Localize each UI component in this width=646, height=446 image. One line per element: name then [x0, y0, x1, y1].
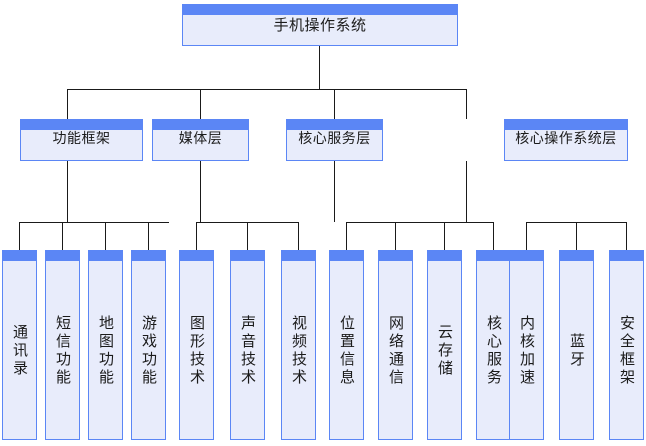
- connector-drop-level2-4: [466, 89, 467, 119]
- node-header-band: [182, 4, 458, 15]
- node-header-band: [427, 250, 462, 261]
- node-bluetooth[interactable]: 蓝牙: [559, 250, 594, 440]
- connector-drop-g2-1: [196, 222, 197, 250]
- node-header-band: [2, 250, 37, 261]
- node-header-band: [378, 250, 413, 261]
- connector-drop-g4-3: [626, 222, 627, 250]
- node-label: 位置信息: [338, 314, 356, 387]
- node-kernel-acceleration[interactable]: 内核加速: [509, 250, 544, 440]
- connector-drop-g3-2: [395, 222, 396, 250]
- node-label: 媒体层: [178, 131, 223, 148]
- node-location-info[interactable]: 位置信息: [329, 250, 364, 440]
- connector-stem-group2: [200, 161, 201, 222]
- node-header-band: [509, 250, 544, 261]
- connector-drop-level2-3: [334, 89, 335, 119]
- node-media-layer[interactable]: 媒体层: [152, 119, 249, 161]
- node-map[interactable]: 地图功能: [88, 250, 123, 440]
- node-header-band: [45, 250, 80, 261]
- connector-drop-g3-4: [493, 222, 494, 250]
- node-header-band: [476, 250, 511, 261]
- node-header-band: [131, 250, 166, 261]
- connector-root-stem: [319, 46, 320, 89]
- node-core-service[interactable]: 核心服务: [476, 250, 511, 440]
- node-label: 图形技术: [188, 314, 206, 387]
- connector-drop-g1-1: [19, 222, 20, 250]
- node-label: 网络通信: [387, 314, 405, 387]
- node-label: 声音技术: [239, 314, 257, 387]
- node-header-band: [329, 250, 364, 261]
- connector-drop-level2-1: [67, 89, 68, 119]
- node-header-band: [152, 119, 249, 130]
- node-label: 短信功能: [54, 314, 72, 387]
- node-contacts[interactable]: 通讯录: [2, 250, 37, 440]
- connector-drop-level2-2: [200, 89, 201, 119]
- node-label: 视频技术: [290, 314, 308, 387]
- node-root[interactable]: 手机操作系统: [182, 4, 458, 46]
- connector-drop-g1-2: [62, 222, 63, 250]
- node-header-band: [20, 119, 143, 130]
- node-game[interactable]: 游戏功能: [131, 250, 166, 440]
- node-label: 内核加速: [518, 314, 536, 387]
- node-video-tech[interactable]: 视频技术: [281, 250, 316, 440]
- node-label: 核心服务: [485, 314, 503, 387]
- node-header-band: [179, 250, 214, 261]
- node-label: 云存储: [436, 323, 454, 378]
- node-header-band: [504, 119, 628, 130]
- node-graphics-tech[interactable]: 图形技术: [179, 250, 214, 440]
- node-core-service-layer[interactable]: 核心服务层: [286, 119, 383, 161]
- node-header-band: [609, 250, 644, 261]
- node-header-band: [88, 250, 123, 261]
- node-header-band: [559, 250, 594, 261]
- node-label: 地图功能: [97, 314, 115, 387]
- connector-drop-g4-2: [576, 222, 577, 250]
- node-core-os-layer-box[interactable]: 核心操作系统层: [504, 119, 628, 161]
- connector-bus-group3: [346, 222, 493, 223]
- connector-bus-group1: [19, 222, 169, 223]
- connector-drop-g1-3: [105, 222, 106, 250]
- connector-drop-g3-3: [444, 222, 445, 250]
- node-root-label: 手机操作系统: [273, 15, 367, 34]
- connector-drop-g3-1: [346, 222, 347, 250]
- node-audio-tech[interactable]: 声音技术: [230, 250, 265, 440]
- connector-drop-g2-2: [247, 222, 248, 250]
- connector-level2-bus: [67, 89, 466, 90]
- node-label: 核心服务层: [298, 131, 371, 148]
- node-header-band: [230, 250, 265, 261]
- node-cloud-storage[interactable]: 云存储: [427, 250, 462, 440]
- connector-drop-g2-3: [298, 222, 299, 250]
- node-label: 通讯录: [11, 323, 29, 378]
- node-network-comm[interactable]: 网络通信: [378, 250, 413, 440]
- node-label: 安全框架: [618, 314, 636, 387]
- node-label: 游戏功能: [140, 314, 158, 387]
- node-functional-framework[interactable]: 功能框架: [20, 119, 143, 161]
- connector-stem-group4: [466, 161, 467, 222]
- node-header-band: [281, 250, 316, 261]
- node-security-framework[interactable]: 安全框架: [609, 250, 644, 440]
- node-label: 核心操作系统层: [515, 131, 617, 148]
- node-label: 功能框架: [52, 131, 111, 148]
- node-header-band: [286, 119, 383, 130]
- connector-stem-group3: [334, 161, 335, 222]
- node-sms[interactable]: 短信功能: [45, 250, 80, 440]
- connector-stem-group1: [67, 161, 68, 222]
- connector-drop-g1-4: [148, 222, 149, 250]
- connector-drop-g4-1: [526, 222, 527, 250]
- node-label: 蓝牙: [568, 332, 586, 369]
